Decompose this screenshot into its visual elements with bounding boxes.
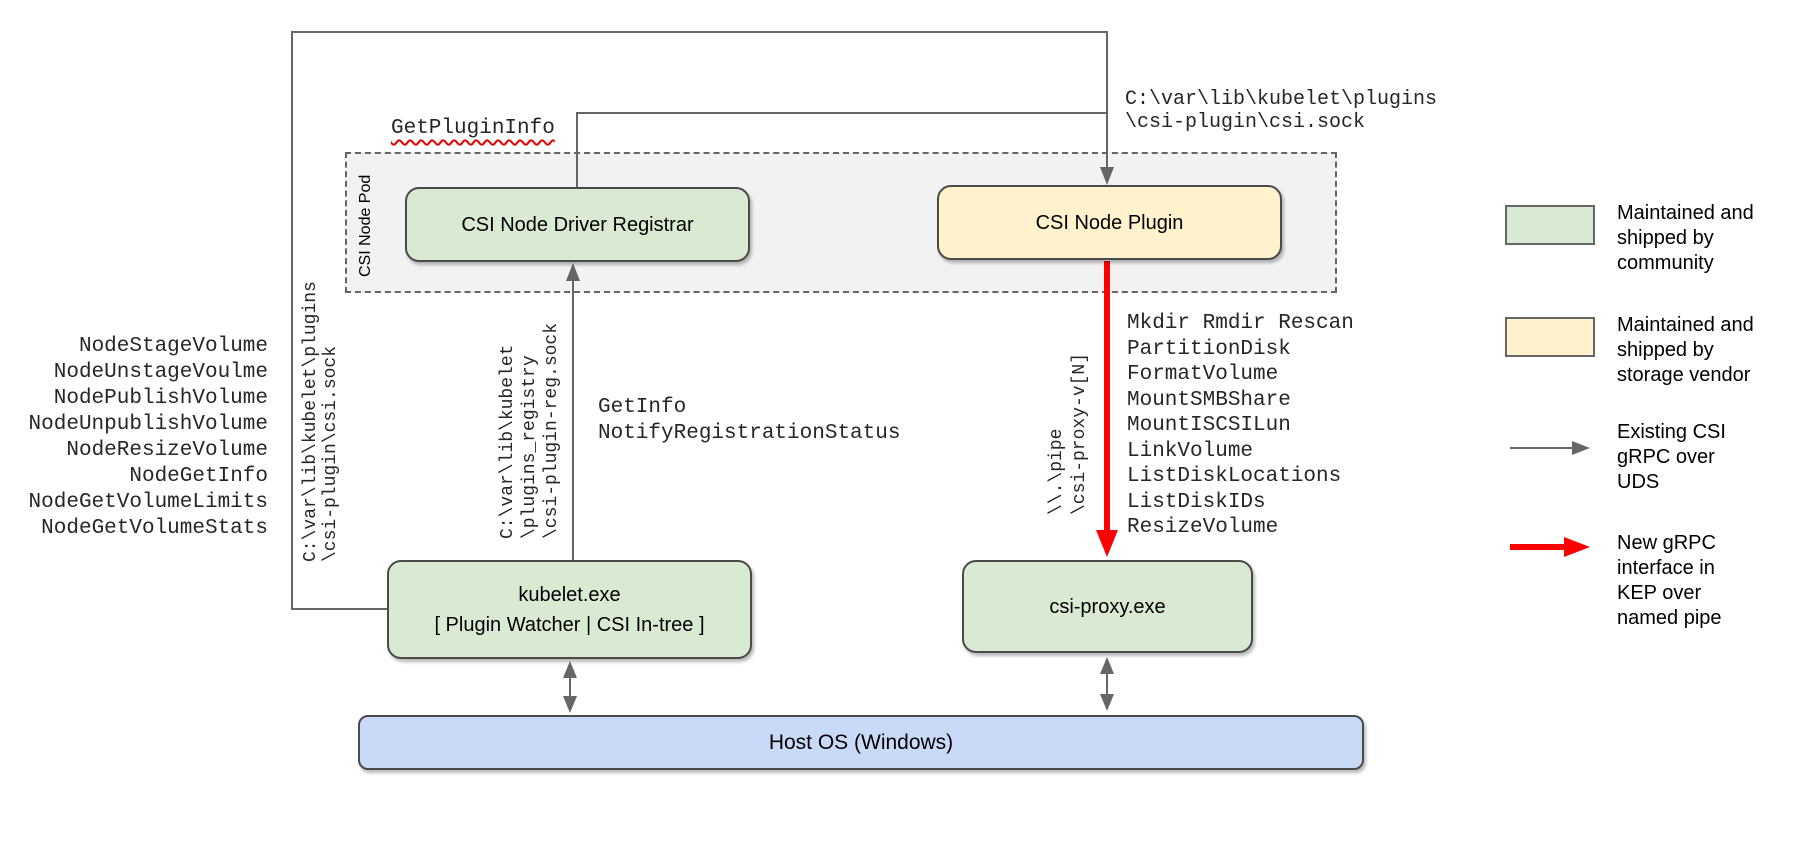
arrowhead-proxy-host-up	[1100, 657, 1114, 674]
arrowhead-kubelet-host-down	[563, 696, 577, 713]
legend-uds-arrowhead	[1572, 441, 1590, 455]
csi-proxy-label: csi-proxy.exe	[1049, 595, 1166, 618]
legend-vendor-swatch	[1505, 317, 1595, 357]
arrowhead-registrar	[566, 263, 580, 281]
registration-sock-path-label: C:\var\lib\kubelet \plugins_registry \cs…	[498, 322, 562, 539]
registrar-label: CSI Node Driver Registrar	[461, 213, 694, 236]
csi-sock-path-label-top: C:\var\lib\kubelet\plugins \csi-plugin\c…	[1125, 88, 1438, 134]
get-plugin-info-label: GetPluginInfo	[391, 117, 555, 140]
uds-arrow-kubelet-to-plugin	[291, 31, 1108, 610]
kubelet-label: kubelet.exe [ Plugin Watcher | CSI In-tr…	[434, 583, 705, 636]
host-os-box: Host OS (Windows)	[358, 715, 1364, 770]
legend-vendor-label: Maintained and shipped by storage vendor	[1617, 314, 1754, 386]
legend-pipe-arrowhead	[1564, 537, 1590, 557]
uds-line-registrar-getplugininfo	[576, 112, 1107, 187]
kubelet-box: kubelet.exe [ Plugin Watcher | CSI In-tr…	[387, 560, 752, 659]
legend-community-label: Maintained and shipped by community	[1617, 202, 1754, 274]
node-methods-list: NodeStageVolume NodeUnstageVoulme NodePu…	[28, 335, 268, 540]
legend-pipe-label: New gRPC interface in KEP over named pip…	[1617, 532, 1722, 629]
arrowhead-plugin	[1100, 167, 1114, 185]
csi-node-plugin-box: CSI Node Plugin	[937, 185, 1282, 260]
arrowhead-kubelet-host-up	[563, 661, 577, 678]
legend-community-swatch	[1505, 205, 1595, 245]
csi-node-driver-registrar-box: CSI Node Driver Registrar	[405, 187, 750, 262]
registration-methods-label: GetInfo NotifyRegistrationStatus	[598, 396, 901, 445]
csi-node-pod-label: CSI Node Pod	[357, 174, 374, 277]
legend-uds-label: Existing CSI gRPC over UDS	[1617, 421, 1726, 493]
arrowhead-proxy-host-down	[1100, 694, 1114, 711]
csi-proxy-box: csi-proxy.exe	[962, 560, 1253, 653]
host-os-label: Host OS (Windows)	[768, 730, 954, 754]
pipe-arrowhead-proxy	[1096, 530, 1118, 557]
plugin-label: CSI Node Plugin	[1035, 211, 1184, 234]
proxy-methods-list: Mkdir Rmdir Rescan PartitionDisk FormatV…	[1127, 312, 1354, 539]
